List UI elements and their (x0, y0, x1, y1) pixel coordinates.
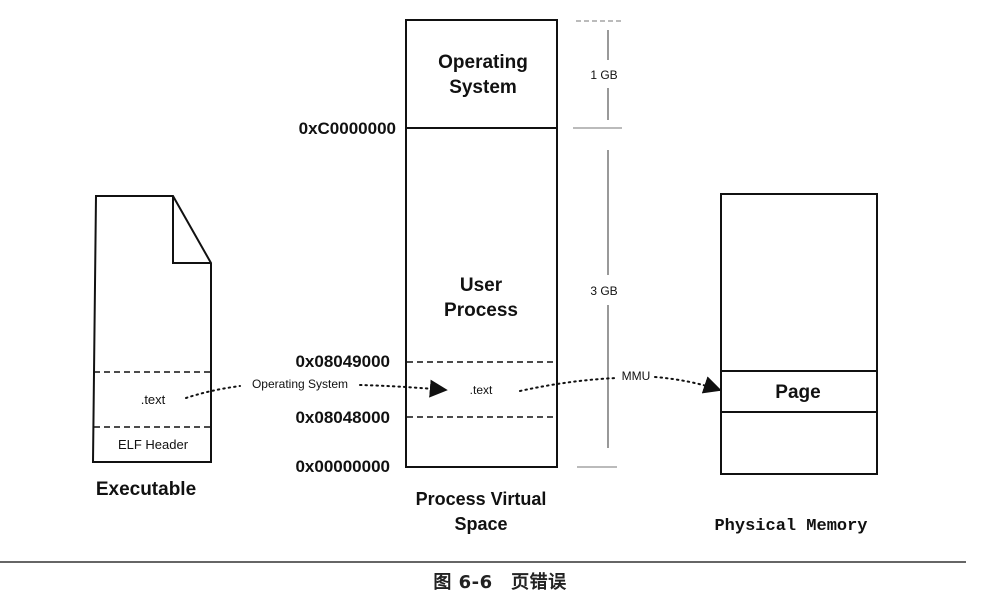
arrow-segment (654, 376, 722, 394)
physical-memory-label: Physical Memory (714, 517, 867, 536)
size-label-3gb: 3 GB (590, 284, 617, 298)
arrow-label-operating-system: Operating System (252, 377, 348, 391)
virtual-text-section-label: .text (470, 383, 493, 397)
user-region-label-line2: Process (444, 300, 518, 321)
arrow-segment (185, 385, 241, 399)
executable-file: .text ELF Header (91, 195, 212, 463)
exe-text-section-label: .text (141, 392, 166, 407)
size-bracket-3gb: 3 GB (577, 150, 618, 468)
user-region-label-line1: User (460, 275, 503, 296)
arrow-segment (519, 377, 618, 392)
figure-caption: 图 6-6 页错误 (433, 572, 567, 593)
size-label-1gb: 1 GB (590, 68, 617, 82)
address-label-kernel-base: 0xC0000000 (299, 119, 396, 138)
arrow-virtual-to-physical: MMU (519, 369, 722, 394)
executable-label: Executable (96, 479, 196, 500)
elf-header-label: ELF Header (118, 437, 189, 452)
os-region-label-line1: Operating (438, 52, 528, 73)
os-region-label-line2: System (449, 77, 517, 98)
address-label-zero: 0x00000000 (295, 457, 390, 476)
arrow-label-mmu: MMU (622, 369, 651, 383)
file-corner-fold (172, 196, 211, 264)
arrow-segment (359, 379, 448, 398)
virtual-space-label-line1: Process Virtual (416, 489, 547, 509)
page-label: Page (775, 382, 820, 403)
process-virtual-space: Operating System User Process .text (405, 19, 558, 468)
arrow-exe-to-virtual: Operating System (185, 377, 448, 399)
file-outline (91, 195, 212, 463)
address-label-text-end: 0x08049000 (295, 352, 390, 371)
physical-memory: Page (720, 193, 878, 475)
size-bracket-1gb: 1 GB (573, 20, 622, 129)
physical-memory-box (720, 193, 878, 475)
virtual-space-label-line2: Space (454, 514, 507, 534)
address-label-text-start: 0x08048000 (295, 408, 390, 427)
